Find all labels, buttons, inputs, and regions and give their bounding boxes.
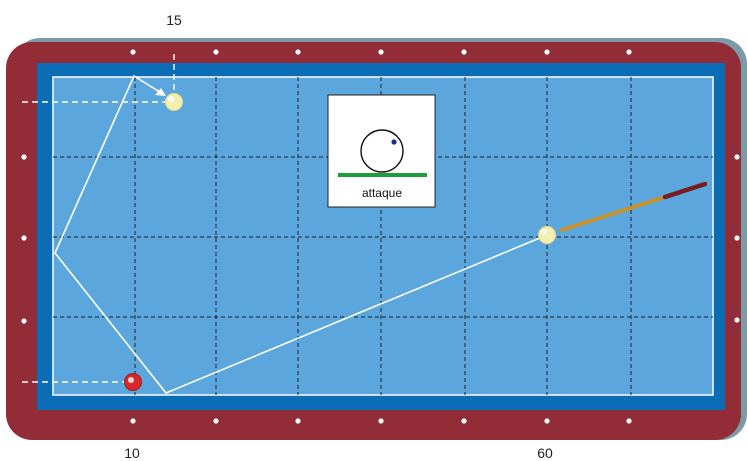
diamond bbox=[21, 235, 27, 241]
spin-ball-outline bbox=[360, 129, 404, 173]
marker-bottom-right: 60 bbox=[537, 445, 553, 461]
red-ball-highlight bbox=[128, 377, 134, 383]
diamond bbox=[461, 49, 467, 55]
diamond bbox=[213, 418, 219, 424]
diamond bbox=[544, 418, 550, 424]
spin-indicator-icon: attaque bbox=[327, 94, 436, 208]
diamond bbox=[213, 49, 219, 55]
diamond bbox=[295, 49, 301, 55]
rail-diamonds bbox=[21, 49, 740, 424]
diamond bbox=[734, 317, 740, 323]
diamond bbox=[21, 154, 27, 160]
spin-contact-dot bbox=[391, 139, 397, 145]
diamond bbox=[130, 418, 136, 424]
cue-ball bbox=[538, 226, 556, 244]
marker-bottom-left: 10 bbox=[124, 445, 140, 461]
object-ball-highlight bbox=[168, 96, 174, 102]
diamond bbox=[626, 49, 632, 55]
marker-top: 15 bbox=[166, 12, 182, 28]
spin-box bbox=[327, 94, 436, 208]
diamond bbox=[626, 418, 632, 424]
diamond bbox=[734, 154, 740, 160]
object-ball bbox=[165, 93, 183, 111]
diamond bbox=[378, 418, 384, 424]
cue-shaft bbox=[560, 195, 667, 232]
diamond bbox=[130, 49, 136, 55]
path-arrowhead bbox=[155, 88, 166, 96]
diamond bbox=[295, 418, 301, 424]
diamond bbox=[461, 418, 467, 424]
diamond bbox=[21, 318, 27, 324]
diamond bbox=[378, 49, 384, 55]
cue-ball-highlight bbox=[541, 229, 547, 235]
red-ball bbox=[124, 373, 142, 391]
cue-butt bbox=[662, 181, 708, 200]
cue-stick-icon bbox=[560, 181, 708, 232]
cue-ball-body bbox=[538, 226, 556, 244]
cloth-border bbox=[52, 76, 714, 396]
object-ball-body bbox=[165, 93, 183, 111]
spin-caption: attaque bbox=[362, 186, 402, 200]
ball-path bbox=[54, 74, 548, 394]
diamond bbox=[544, 49, 550, 55]
diamond bbox=[734, 235, 740, 241]
